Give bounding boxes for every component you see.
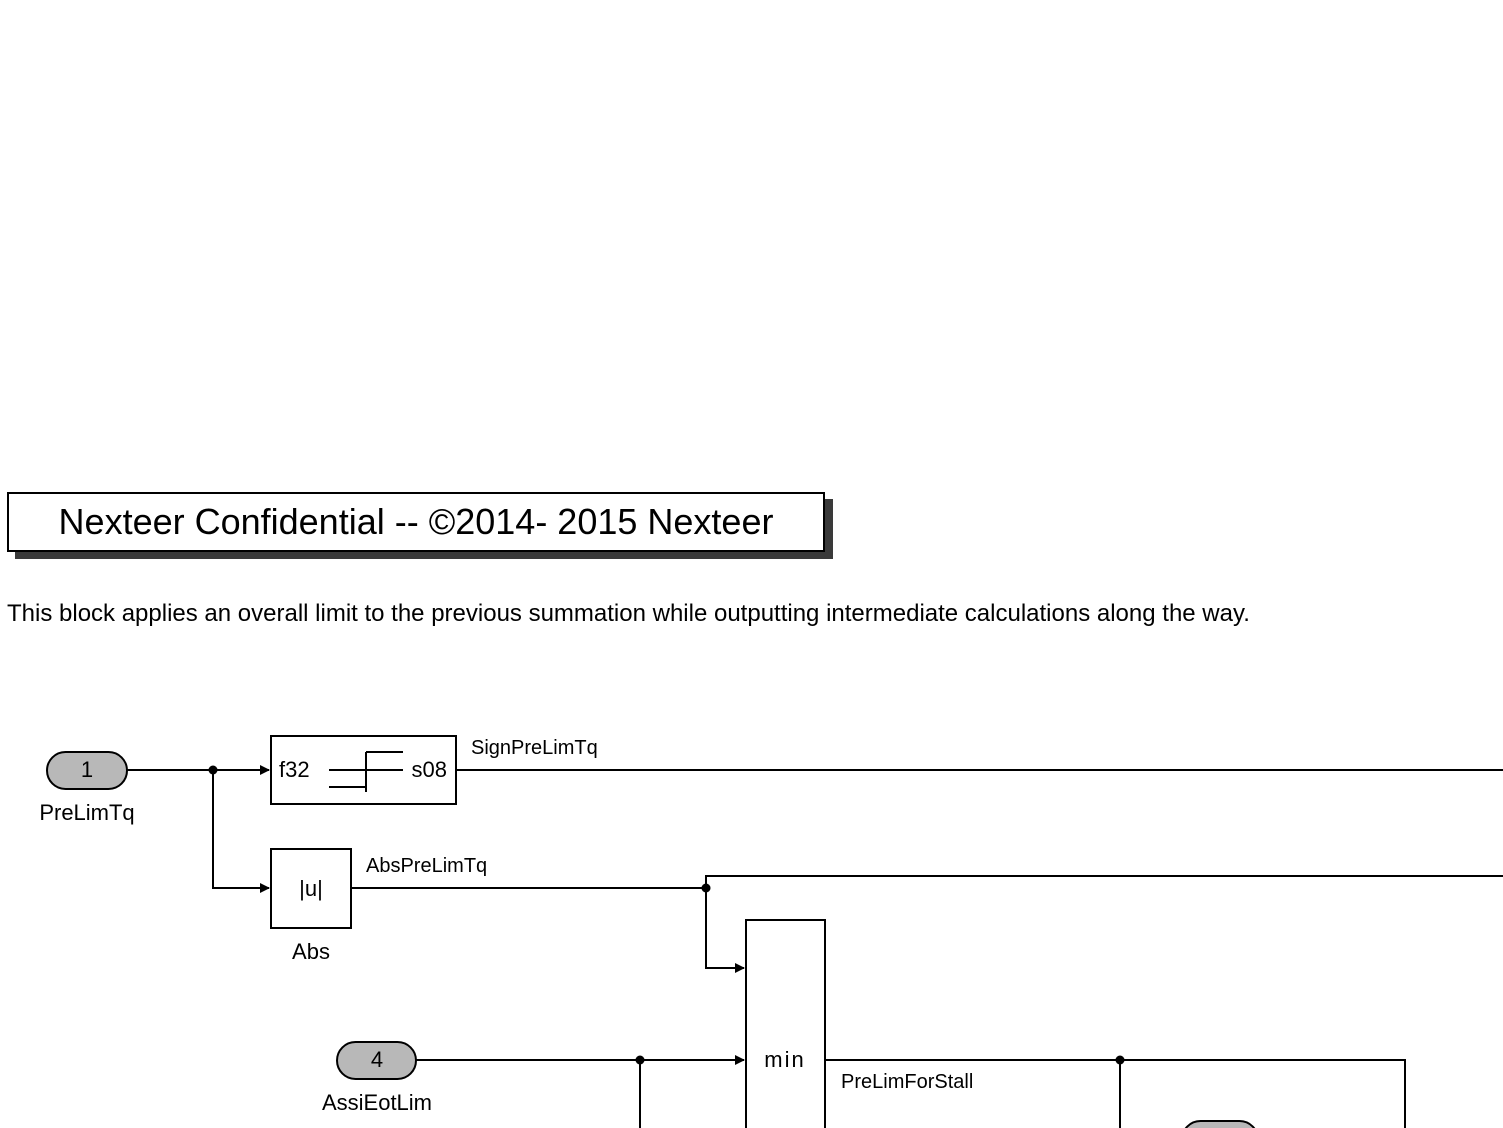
inport-name: PreLimTq — [39, 800, 134, 825]
wire-abs-pre-lim-tq — [351, 875, 1503, 889]
block-description: This block applies an overall limit to t… — [7, 600, 1250, 627]
banner-text: Nexteer Confidential -- ©2014- 2015 Next… — [58, 501, 774, 542]
partial-port-block[interactable] — [1182, 1120, 1258, 1128]
abs-name: Abs — [292, 939, 330, 964]
junction-dot — [701, 883, 711, 893]
signal-label-sign-pre-lim-tq: SignPreLimTq — [471, 737, 598, 759]
signal-label-abs-pre-lim-tq: AbsPreLimTq — [366, 855, 487, 877]
inport-prelimtq[interactable]: 1 PreLimTq — [39, 751, 135, 825]
min-block[interactable]: min — [745, 919, 826, 1128]
wire-pre-lim-for-stall — [825, 1059, 1406, 1128]
sign-function-icon — [329, 751, 403, 792]
inport-name: AssiEotLim — [322, 1090, 432, 1115]
abs-block[interactable]: |u| Abs — [270, 848, 352, 964]
inport-number: 1 — [81, 757, 93, 782]
sign-input-type: f32 — [279, 757, 310, 782]
junction-dot — [1115, 1055, 1125, 1065]
junction-dot — [635, 1055, 645, 1065]
inport-number: 4 — [371, 1047, 383, 1072]
junction-dot — [208, 765, 218, 775]
confidential-banner: Nexteer Confidential -- ©2014- 2015 Next… — [7, 492, 825, 552]
sign-output-type: s08 — [412, 757, 447, 782]
min-symbol: min — [764, 1047, 805, 1072]
wire-prelimtq-to-abs — [212, 770, 270, 893]
abs-symbol: |u| — [299, 876, 323, 901]
sign-block[interactable]: f32 s08 — [270, 735, 457, 805]
inport-assieotlim[interactable]: 4 AssiEotLim — [322, 1041, 432, 1115]
signal-label-pre-lim-for-stall: PreLimForStall — [841, 1071, 973, 1093]
wire-abs-to-min — [705, 888, 745, 973]
